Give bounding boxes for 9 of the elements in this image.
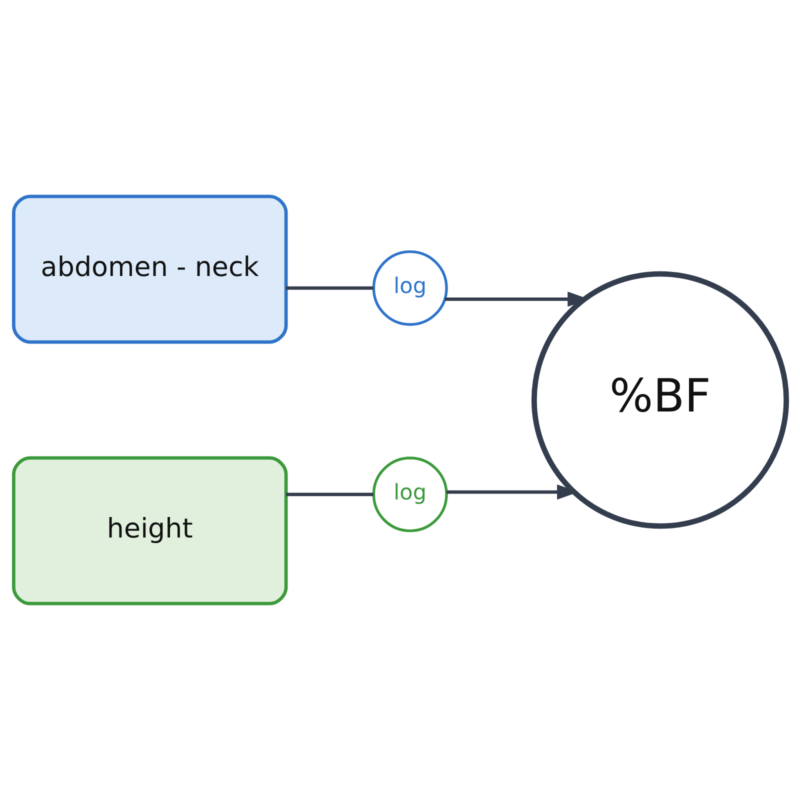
arrow bbox=[446, 484, 579, 500]
node-circle: %BF bbox=[531, 271, 790, 529]
node-circle: log bbox=[372, 456, 448, 532]
node-box: height bbox=[12, 456, 288, 606]
connector bbox=[286, 492, 374, 496]
node-box: abdomen - neck bbox=[12, 194, 288, 344]
arrow bbox=[444, 292, 590, 307]
node-circle: log bbox=[372, 250, 448, 326]
connector bbox=[286, 286, 374, 290]
